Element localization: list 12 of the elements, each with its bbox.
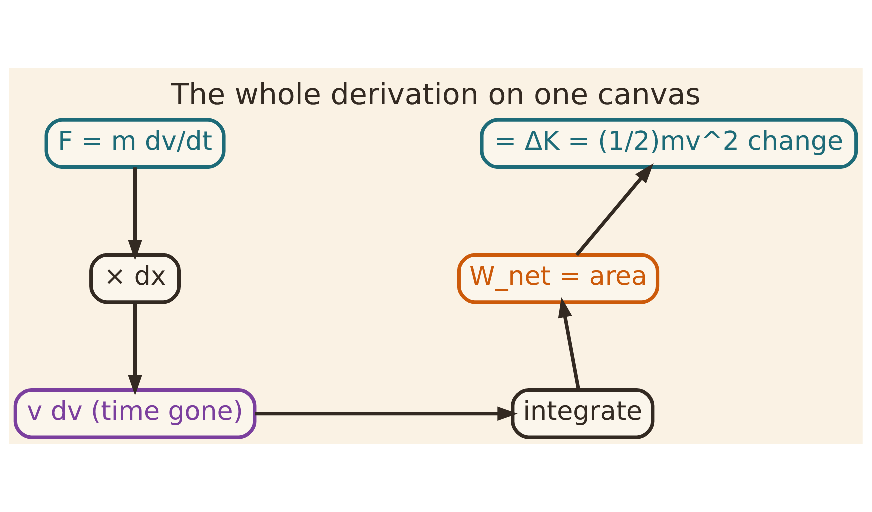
- arrow: [128, 168, 142, 261]
- arrow: [576, 164, 654, 256]
- node-box: = ΔK = (1/2)mv^2 change: [480, 118, 858, 170]
- node-box: integrate: [511, 388, 655, 440]
- diagram-title: The whole derivation on one canvas: [171, 77, 701, 112]
- arrow: [128, 302, 142, 396]
- arrow: [255, 406, 518, 421]
- arrow: [558, 297, 581, 391]
- node-box: v dv (time gone): [14, 388, 257, 440]
- node-box: F = m dv/dt: [44, 118, 226, 170]
- node-box: × dx: [90, 253, 182, 304]
- node-box: W_net = area: [457, 253, 660, 304]
